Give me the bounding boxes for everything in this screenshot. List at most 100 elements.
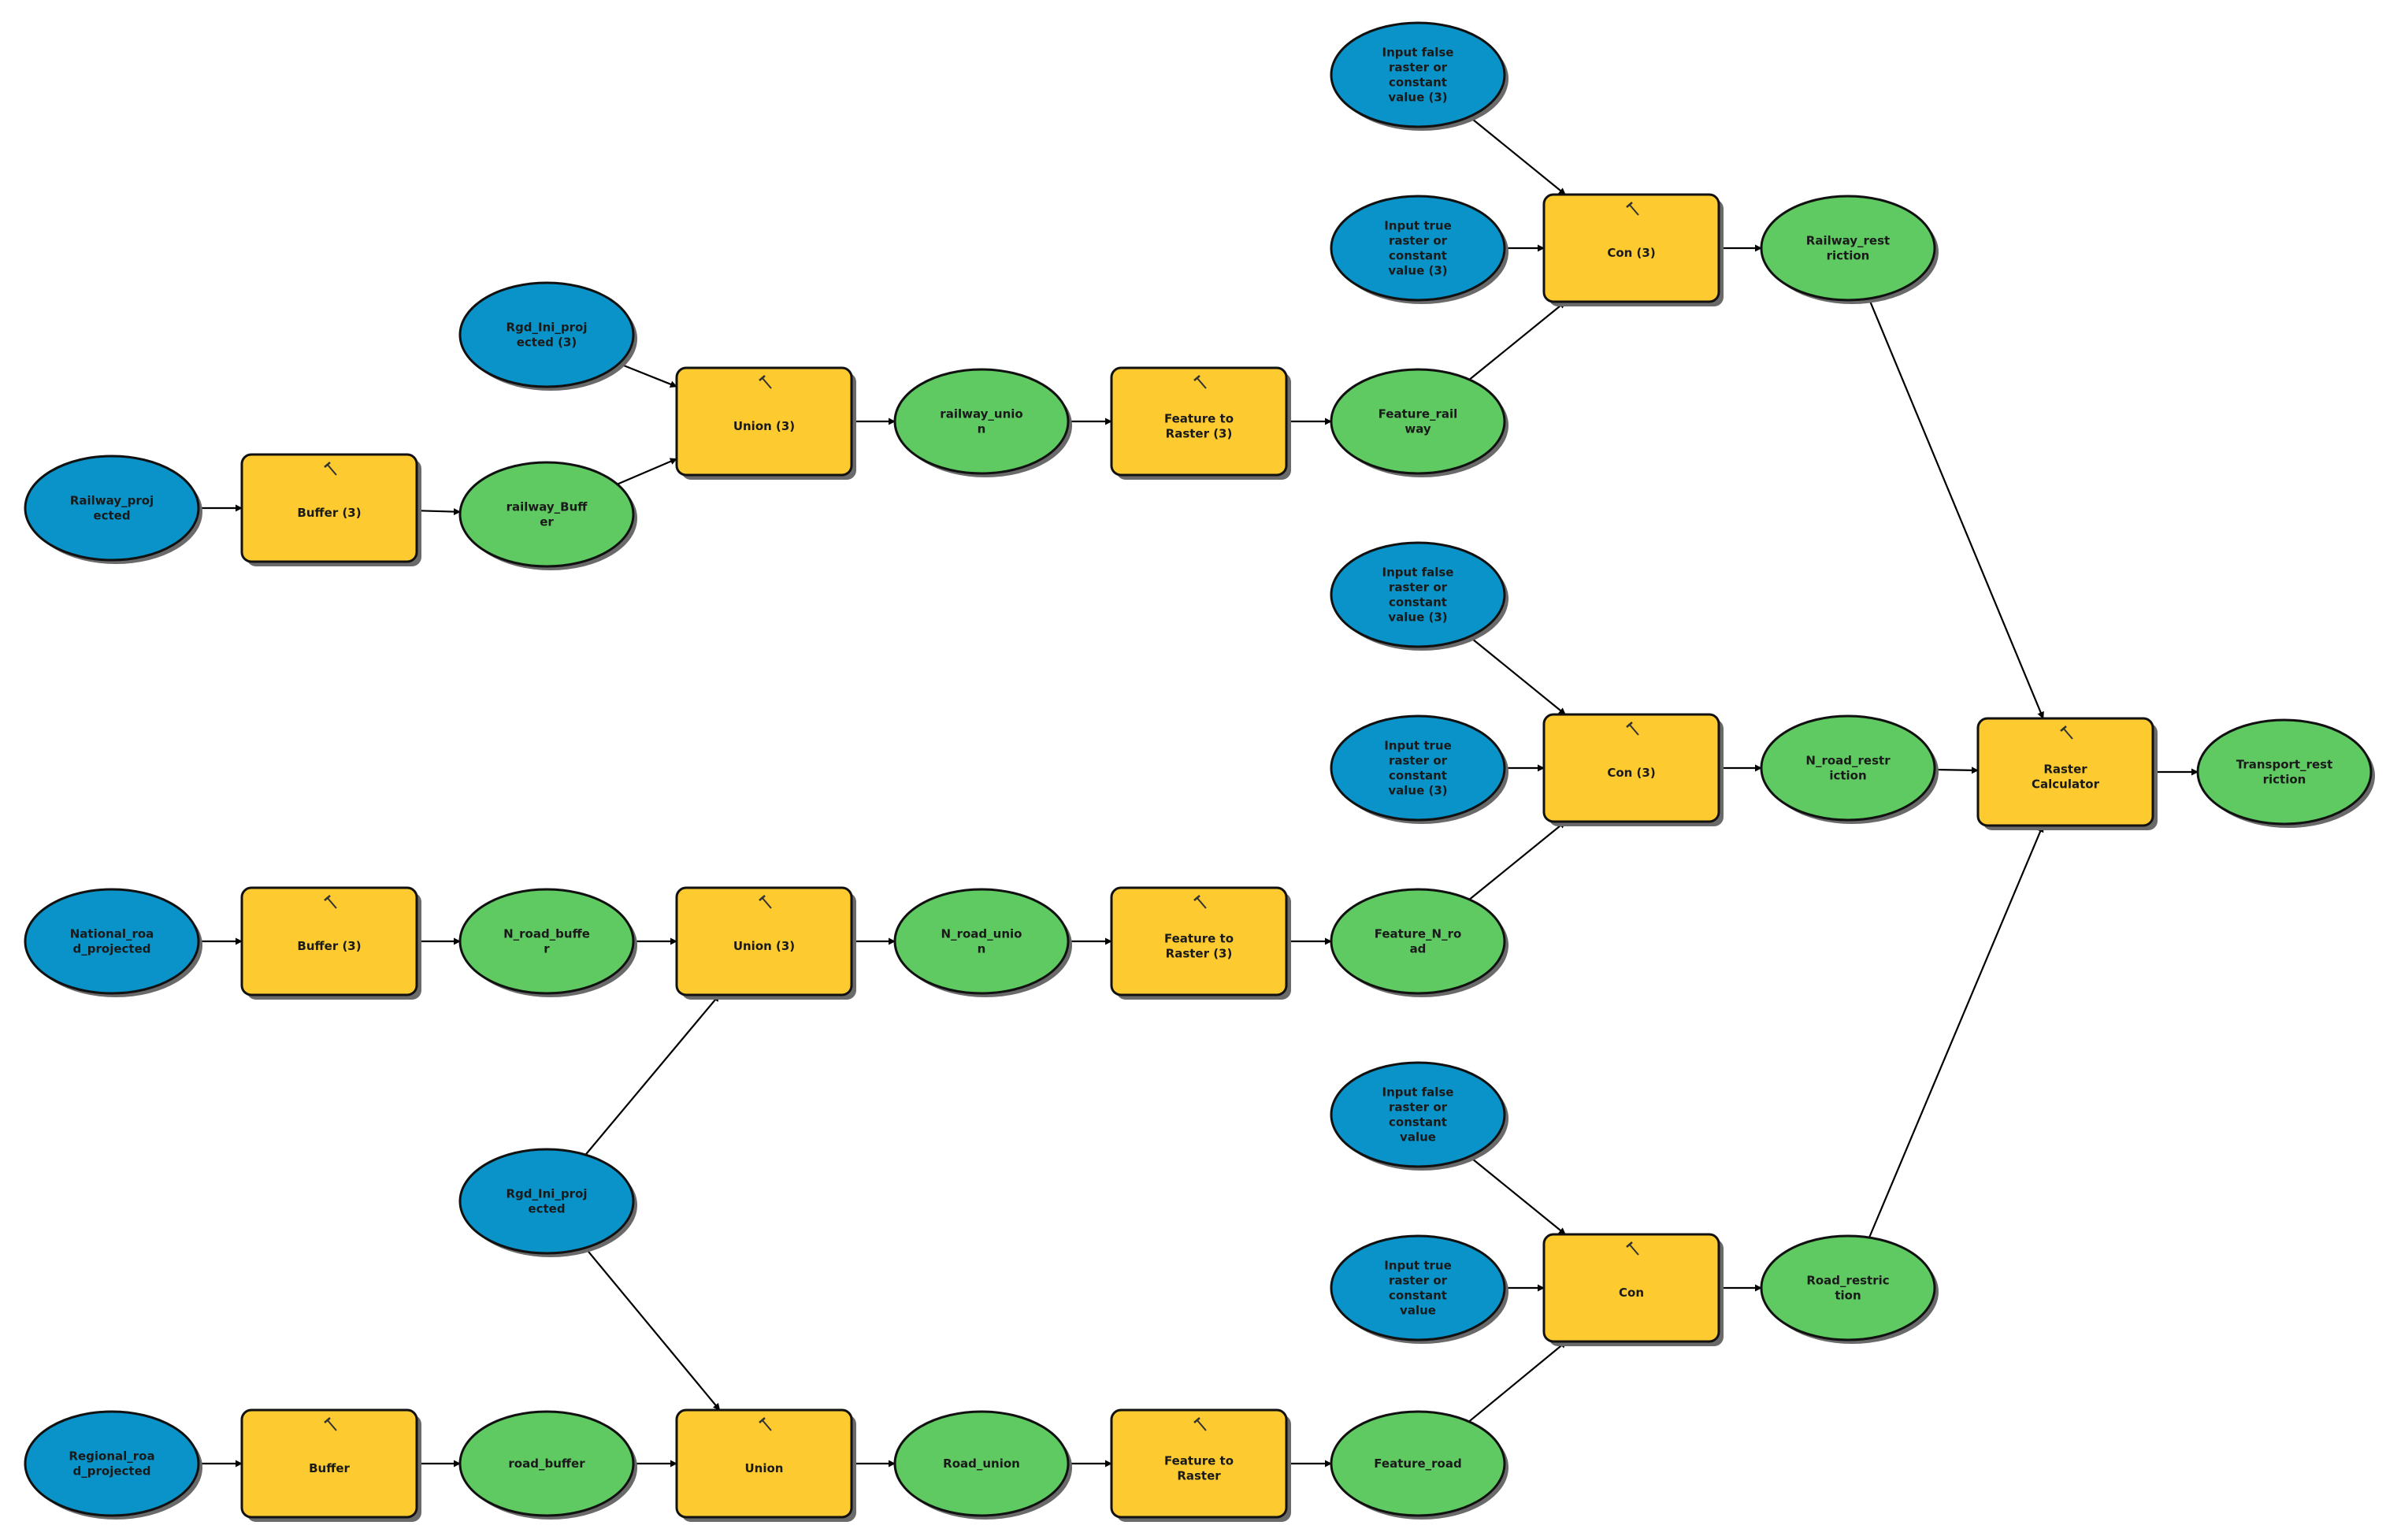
node-label-line: Input true: [1384, 1259, 1452, 1273]
node-label-line: tion: [1835, 1289, 1861, 1303]
tool-node-union[interactable]: Union: [675, 1408, 856, 1522]
output-node-rail_union[interactable]: railway_union: [893, 368, 1072, 477]
tool-node-con3_2[interactable]: Con (3): [1542, 713, 1724, 826]
tool-node-buf[interactable]: Buffer: [240, 1408, 421, 1522]
output-node-nroad_buf[interactable]: N_road_buffer: [458, 888, 637, 997]
node-label-line: way: [1405, 422, 1431, 436]
tool-box: [1110, 886, 1288, 996]
node-label-line: Regional_roa: [69, 1449, 154, 1464]
tool-box: [675, 886, 853, 996]
node-label-line: iction: [1829, 769, 1866, 783]
input-data-ellipse: [24, 888, 200, 995]
node-label-line: constant: [1389, 249, 1447, 263]
tool-node-union3_nat[interactable]: Union (3): [675, 886, 856, 1000]
input-node-reg_in[interactable]: Regional_road_projected: [24, 1410, 202, 1520]
node-label-line: raster or: [1389, 581, 1448, 595]
tool-node-con[interactable]: Con: [1542, 1233, 1724, 1346]
connector-feat_road-to-con: [1468, 1341, 1568, 1423]
input-data-ellipse: [24, 1410, 200, 1517]
input-data-ellipse: [1330, 195, 1506, 302]
node-label-line: road_buffer: [508, 1457, 585, 1471]
connector-road_restr-to-rastercalc: [1868, 825, 2044, 1238]
node-label-line: N_road_restr: [1805, 754, 1891, 768]
node-label-line: Input false: [1382, 46, 1454, 60]
output-node-road_union[interactable]: Road_union: [893, 1410, 1072, 1520]
tool-icon: [324, 462, 337, 476]
node-label-line: Feature_rail: [1379, 407, 1458, 421]
node-label-line: railway_Buff: [507, 500, 588, 514]
tool-box: [1542, 713, 1720, 823]
tool-icon: [1626, 722, 1639, 736]
tool-box: [1110, 366, 1288, 477]
output-data-ellipse: [893, 1410, 1070, 1517]
tool-icon: [1626, 202, 1639, 216]
tool-box: [675, 366, 853, 477]
connector-rgd_in3-to-union3_rail: [618, 362, 677, 388]
input-node-rgd_in3[interactable]: Rgd_Ini_projected (3): [458, 281, 637, 391]
input-data-ellipse: [1330, 714, 1506, 822]
tool-icon: [324, 895, 337, 909]
node-label-line: value: [1400, 1130, 1436, 1145]
node-label-line: constant: [1389, 769, 1447, 783]
tool-icon: [2060, 725, 2073, 740]
node-label-line: value (3): [1388, 784, 1447, 798]
tool-box: [240, 1408, 418, 1519]
input-node-nat_in[interactable]: National_road_projected: [24, 888, 202, 997]
output-node-feat_nroad[interactable]: Feature_N_road: [1330, 888, 1508, 997]
node-label-line: constant: [1389, 1115, 1447, 1130]
tool-node-buf3_nat[interactable]: Buffer (3): [240, 886, 421, 1000]
node-label-line: Feature to: [1164, 932, 1234, 946]
node-label-line: railway_unio: [940, 407, 1022, 421]
output-node-road_buf[interactable]: road_buffer: [458, 1410, 637, 1520]
input-node-rail_in[interactable]: Railway_projected: [24, 455, 202, 564]
connector-rail_buf-to-union3_rail: [617, 458, 677, 485]
node-label-line: Road_restric: [1806, 1274, 1889, 1288]
input-data-ellipse: [458, 281, 635, 388]
node-label-line: Calculator: [2032, 777, 2100, 792]
node-label-line: riction: [2263, 773, 2306, 787]
output-data-ellipse: [2196, 718, 2373, 826]
output-node-nroad_union[interactable]: N_road_union: [893, 888, 1072, 997]
node-label-line: Input true: [1384, 739, 1452, 753]
node-label-line: ected (3): [517, 336, 577, 350]
output-node-rail_buf[interactable]: railway_Buffer: [458, 461, 637, 570]
node-label-line: Union (3): [733, 939, 795, 953]
input-node-rgd_in[interactable]: Rgd_Ini_projected: [458, 1148, 637, 1257]
node-label-line: Union (3): [733, 419, 795, 433]
output-data-ellipse: [458, 1410, 635, 1517]
node-label-line: d_projected: [73, 942, 151, 956]
connector-rgd_in-to-union3_nat: [584, 994, 720, 1156]
output-node-feat_road[interactable]: Feature_road: [1330, 1410, 1508, 1520]
node-label-line: Input true: [1384, 219, 1452, 233]
tool-node-buf3_rail[interactable]: Buffer (3): [240, 453, 421, 566]
tool-icon: [1193, 375, 1207, 389]
input-data-ellipse: [1330, 541, 1506, 648]
tool-node-con3_1[interactable]: Con (3): [1542, 193, 1724, 306]
connector-rail_restr-to-rastercalc: [1868, 298, 2044, 719]
output-data-ellipse: [1330, 368, 1506, 475]
tool-icon: [759, 375, 772, 389]
node-label-line: N_road_unio: [941, 927, 1022, 941]
node-label-line: n: [978, 422, 986, 436]
tool-icon: [1193, 895, 1207, 909]
tool-node-union3_rail[interactable]: Union (3): [675, 366, 856, 480]
output-node-feat_rail[interactable]: Feature_railway: [1330, 368, 1508, 477]
tool-box: [1110, 1408, 1288, 1519]
node-label-line: ected: [528, 1202, 565, 1216]
